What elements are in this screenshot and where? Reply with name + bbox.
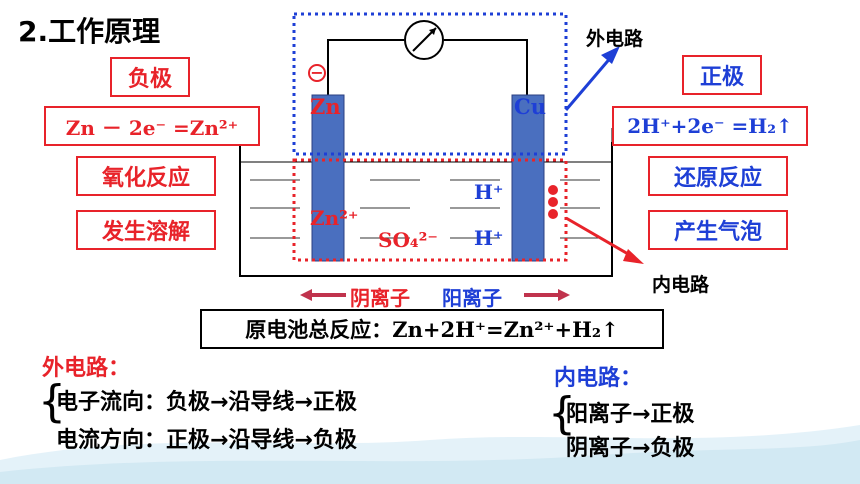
dissolve-box: 发生溶解 [76, 210, 216, 250]
anion-flow-label: 阴离子 [350, 286, 410, 310]
so4-ion-label: SO₄²⁻ [378, 228, 438, 252]
negative-electrode-label: 负极 [127, 67, 172, 92]
background-wave [0, 425, 860, 484]
cation-flow-label: 阳离子 [442, 286, 502, 310]
electron-flow-text: 电子流向：负极→沿导线→正极 [56, 390, 357, 415]
reduction-label: 还原反应 [673, 166, 762, 191]
cation-flow-text: 阳离子→正极 [566, 402, 695, 427]
total-reaction-equation: Zn+2H⁺=Zn²⁺+H₂↑ [392, 316, 619, 342]
positive-equation-box: 2H⁺+2e⁻ =H₂↑ [612, 106, 808, 146]
minus-sign: − [310, 63, 324, 82]
cu-electrode-label: Cu [514, 94, 546, 119]
total-reaction-box: 原电池总反应： Zn+2H⁺=Zn²⁺+H₂↑ [200, 309, 664, 349]
external-brace: { [38, 376, 66, 427]
negative-terminal-icon: − [308, 64, 326, 82]
current-flow-text: 电流方向：正极→沿导线→负极 [56, 428, 357, 453]
positive-electrode-label: 正极 [699, 65, 744, 90]
oxidation-label: 氧化反应 [101, 166, 190, 191]
page-title: 2.工作原理 [18, 15, 161, 48]
anion-flow-text: 阴离子→负极 [566, 436, 695, 461]
positive-equation: 2H⁺+2e⁻ =H₂↑ [627, 114, 793, 138]
external-circuit-label: 外电路 [586, 28, 644, 50]
negative-equation: Zn － 2e⁻ =Zn²⁺ [65, 115, 239, 140]
bubbles-box: 产生气泡 [648, 210, 788, 250]
zn-electrode-label: Zn [310, 94, 341, 119]
total-reaction-prefix: 原电池总反应： [245, 318, 393, 342]
dissolve-label: 发生溶解 [101, 220, 190, 245]
h-ion-label-2: H⁺ [474, 226, 504, 250]
h-ion-label-1: H⁺ [474, 180, 504, 204]
reduction-box: 还原反应 [648, 156, 788, 196]
internal-circuit-heading: 内电路： [554, 366, 643, 391]
internal-circuit-label: 内电路 [652, 274, 710, 296]
negative-equation-box: Zn － 2e⁻ =Zn²⁺ [44, 106, 260, 146]
zn-ion-label: Zn²⁺ [310, 206, 359, 230]
external-circuit-heading: 外电路： [42, 356, 131, 381]
negative-electrode-box: 负极 [110, 57, 190, 97]
bubbles-label: 产生气泡 [673, 220, 762, 245]
positive-electrode-box: 正极 [682, 55, 762, 95]
internal-brace: { [548, 388, 576, 439]
oxidation-box: 氧化反应 [76, 156, 216, 196]
